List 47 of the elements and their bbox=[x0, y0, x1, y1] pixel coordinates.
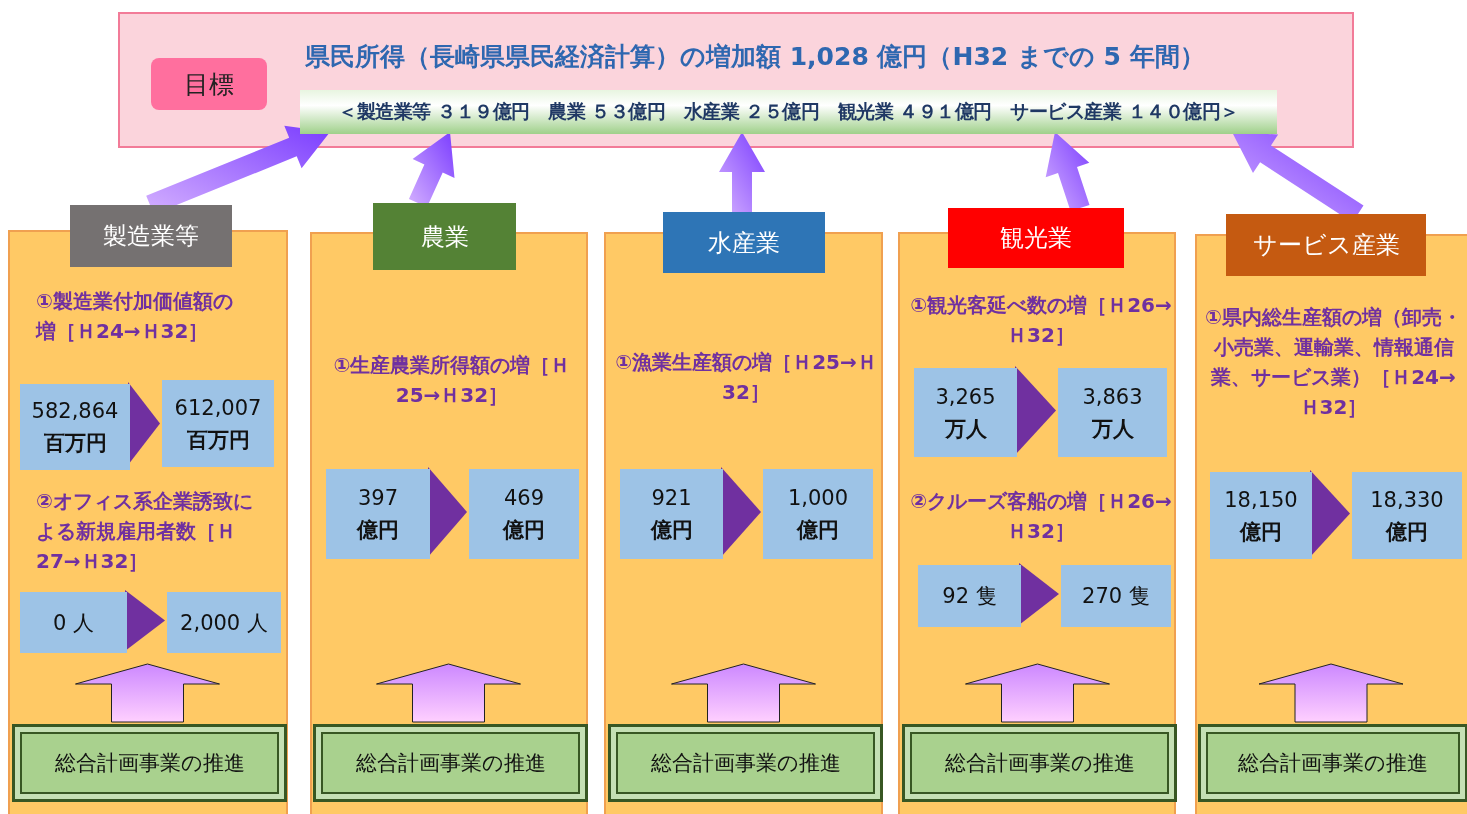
value-box: 921 億円 bbox=[620, 469, 723, 559]
value-box: 3,265 万人 bbox=[914, 368, 1017, 457]
plan-box: 総合計画事業の推進 bbox=[608, 724, 883, 802]
value-box: 397 億円 bbox=[326, 469, 430, 559]
plan-box: 総合計画事業の推進 bbox=[1198, 724, 1467, 802]
goal-text: ①観光客延べ数の増［Ｈ26→Ｈ32］ bbox=[909, 292, 1173, 349]
block-arrow bbox=[75, 663, 220, 723]
plan-box: 総合計画事業の推進 bbox=[12, 724, 287, 802]
triangle-arrow bbox=[1310, 470, 1350, 557]
block-arrow bbox=[671, 663, 816, 723]
goal-text: ①県内総生産額の増（卸売・小売業、運輸業、情報通信業、サービス業）［Ｈ24→Ｈ32］ bbox=[1205, 304, 1462, 421]
value-box: 18,330 億円 bbox=[1352, 472, 1462, 559]
subtotal-bar: ＜製造業等 ３１９億円 農業 ５３億円 水産業 ２５億円 観光業 ４９１億円 サービス産業 １４０億円＞ bbox=[300, 90, 1277, 134]
value-box: 3,863 万人 bbox=[1058, 368, 1167, 457]
goal-text: ①製造業付加価値額の増［Ｈ24→Ｈ32］ bbox=[34, 288, 234, 345]
goal-badge: 目標 bbox=[151, 58, 267, 110]
value-box: 92 隻 bbox=[918, 565, 1021, 627]
sector-tab: サービス産業 bbox=[1226, 214, 1426, 276]
block-arrow bbox=[1258, 663, 1404, 723]
value-box: 469 億円 bbox=[469, 469, 579, 559]
triangle-arrow bbox=[125, 590, 165, 651]
heading: 県民所得（長崎県県民経済計算）の増加額 1,028 億円（H32 までの 5 年間） bbox=[305, 41, 1205, 73]
triangle-arrow bbox=[428, 467, 467, 557]
plan-box: 総合計画事業の推進 bbox=[313, 724, 588, 802]
value-box: 582,864 百万円 bbox=[20, 384, 130, 470]
triangle-arrow bbox=[721, 467, 761, 557]
block-arrow bbox=[965, 663, 1110, 723]
value-box: 612,007 百万円 bbox=[162, 380, 274, 467]
value-box: 0 人 bbox=[20, 592, 127, 653]
value-box: 1,000 億円 bbox=[763, 469, 873, 559]
goal-text: ①生産農業所得額の増［Ｈ25→Ｈ32］ bbox=[332, 352, 572, 409]
value-box: 18,150 億円 bbox=[1210, 472, 1312, 559]
sector-tab: 観光業 bbox=[948, 208, 1124, 268]
value-box: 2,000 人 bbox=[167, 592, 281, 653]
block-arrow bbox=[376, 663, 521, 723]
goal-text: ①漁業生産額の増［Ｈ25→Ｈ32］ bbox=[614, 349, 878, 406]
triangle-arrow bbox=[1019, 563, 1059, 625]
sector-tab: 水産業 bbox=[663, 212, 825, 273]
goal-text: ②クルーズ客船の増［Ｈ26→Ｈ32］ bbox=[909, 488, 1173, 545]
sector-tab: 製造業等 bbox=[70, 205, 232, 267]
goal-text: ②オフィス系企業誘致による新規雇用者数［Ｈ27→Ｈ32］ bbox=[35, 488, 254, 575]
block-arrow bbox=[719, 132, 765, 212]
sector-tab: 農業 bbox=[373, 203, 516, 270]
plan-box: 総合計画事業の推進 bbox=[902, 724, 1177, 802]
triangle-arrow bbox=[1015, 366, 1056, 455]
value-box: 270 隻 bbox=[1061, 565, 1171, 627]
triangle-arrow bbox=[128, 382, 160, 465]
